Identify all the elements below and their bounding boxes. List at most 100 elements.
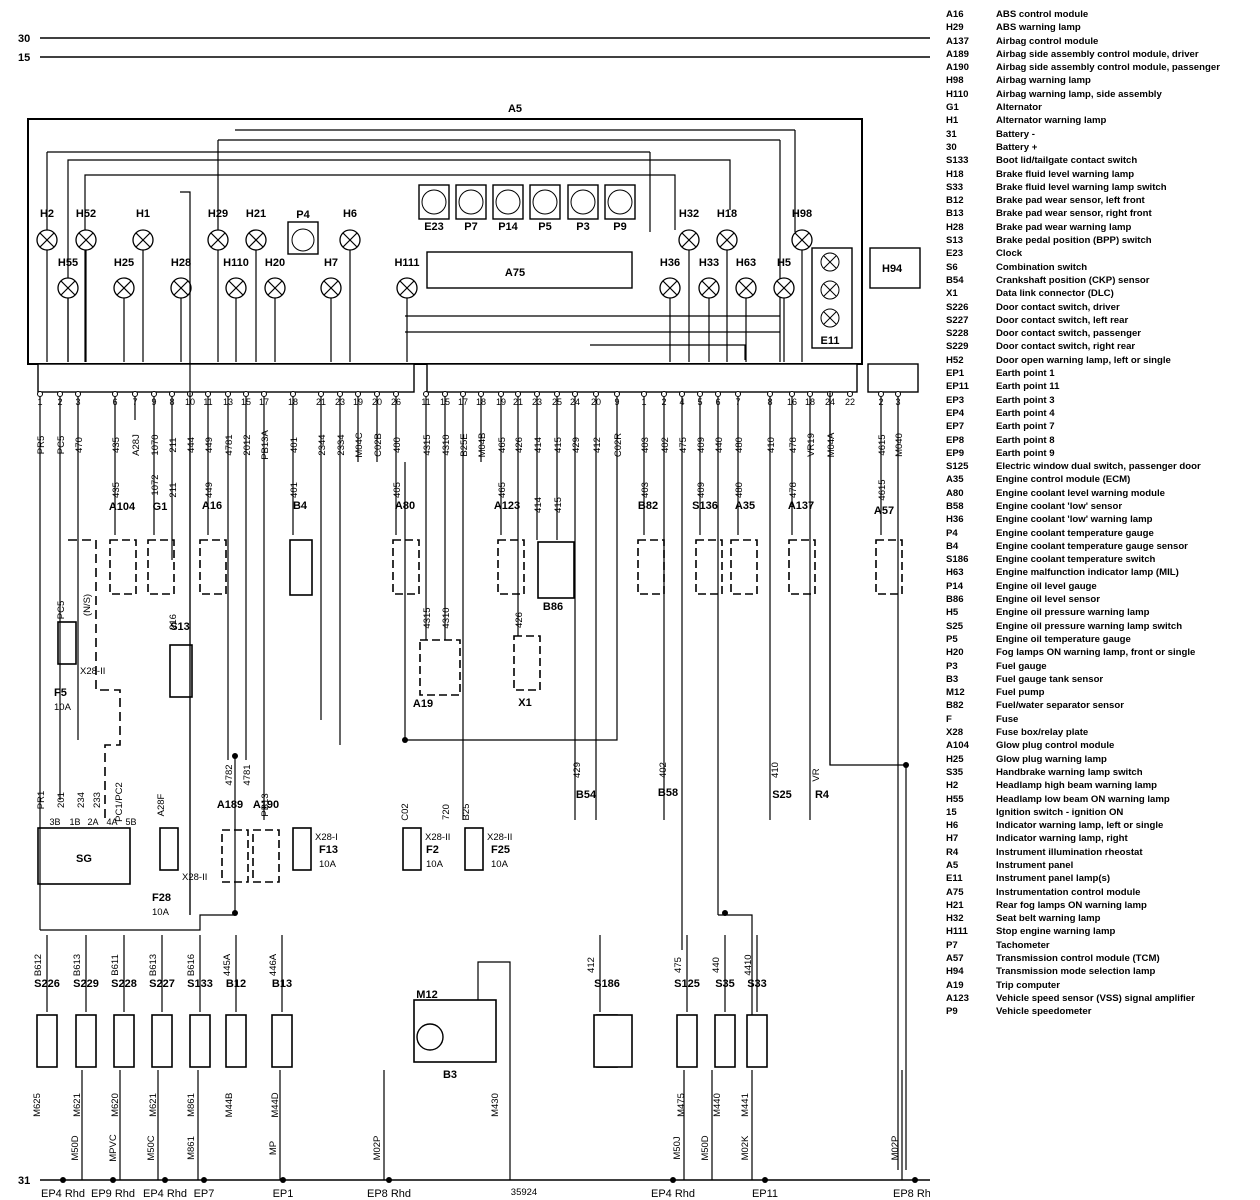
wire-label: 475 — [678, 437, 689, 453]
wire-label: 409 — [696, 437, 707, 453]
legend-code: P14 — [946, 580, 964, 592]
lamp-cross — [342, 232, 358, 248]
component-label: G1 — [153, 501, 168, 513]
legend-code: A5 — [946, 860, 959, 871]
wire-path — [718, 914, 753, 1015]
legend-description: Engine oil pressure warning lamp — [996, 607, 1150, 619]
wire-label: 415 — [553, 437, 564, 453]
pin-terminal — [498, 391, 504, 397]
fuse-body — [159, 827, 179, 871]
pin-terminal — [112, 391, 118, 397]
lamp-label: H32 — [679, 208, 699, 220]
wire-label: B25 — [461, 804, 472, 821]
wire-label: 4781 — [224, 434, 235, 455]
legend-description: Airbag side assembly control module, pas… — [996, 62, 1220, 74]
legend-code: P4 — [946, 527, 958, 539]
legend-description: Boot lid/tailgate contact switch — [996, 155, 1138, 167]
legend-code: B82 — [946, 700, 964, 712]
legend-code: EP1 — [946, 368, 965, 380]
pin-terminal — [57, 391, 63, 397]
pin-terminal — [169, 391, 175, 397]
lamp-cross — [248, 232, 264, 248]
rail-31-label: 31 — [18, 1175, 30, 1187]
wire-label: 401 — [289, 437, 300, 453]
legend-code: H5 — [946, 607, 959, 619]
legend-code: M12 — [946, 687, 965, 699]
wire-label: 426 — [514, 437, 525, 453]
lamp-cross — [823, 283, 837, 297]
wire-label: MP — [268, 1141, 279, 1155]
fuse-body — [464, 827, 484, 871]
legend-code: A35 — [946, 474, 964, 486]
pin-terminal — [337, 391, 343, 397]
switch-body — [714, 1014, 736, 1068]
pin-terminal — [318, 391, 324, 397]
legend-code: EP9 — [946, 447, 965, 459]
a19-module — [419, 639, 461, 696]
wire-label: C02 — [400, 803, 411, 820]
wire-label: 429 — [572, 762, 583, 778]
wire-path — [180, 191, 191, 915]
legend-description: ABS control module — [996, 9, 1089, 20]
wire-label: 2334 — [336, 434, 347, 455]
legend-description: Handbrake warning lamp switch — [996, 766, 1143, 778]
legend-description: Door contact switch, left rear — [996, 314, 1129, 326]
pin-number: 22 — [845, 397, 855, 407]
gauge-dial — [532, 189, 558, 215]
lamp-label: H98 — [792, 208, 812, 220]
s13-switch — [169, 644, 193, 698]
lamp-cross — [39, 232, 55, 248]
fuse-rating: 10A — [319, 859, 337, 870]
b3-label: B3 — [443, 1069, 457, 1081]
legend-description: Indicator warning lamp, right — [996, 833, 1128, 845]
wire-path — [67, 159, 731, 362]
legend-code: B86 — [946, 594, 964, 606]
legend-description: Brake fluid level warning lamp switch — [996, 181, 1167, 193]
component-label: B58 — [658, 787, 678, 799]
legend-code: H29 — [946, 22, 964, 34]
lamp-label: H1 — [136, 208, 150, 220]
wire-label: 412 — [586, 957, 597, 973]
wire-label: M50D — [70, 1135, 81, 1160]
switch-body — [189, 1014, 211, 1068]
legend-description: Fuse box/relay plate — [996, 727, 1089, 739]
wire-label: 1070 — [150, 434, 161, 455]
wire-label: M44B — [224, 1093, 235, 1118]
fuse-body — [402, 827, 422, 871]
wire-label: M04C — [354, 432, 365, 457]
legend-description: Instrumentation control module — [996, 886, 1141, 898]
b86-sensor — [537, 541, 575, 599]
legend-description: Engine coolant 'low' sensor — [996, 500, 1123, 512]
legend-code: P9 — [946, 1006, 958, 1018]
legend-code: A57 — [946, 953, 964, 965]
pin-terminal — [355, 391, 361, 397]
wire-path — [829, 392, 907, 1170]
legend-code: H111 — [946, 926, 968, 938]
legend-code: P7 — [946, 939, 958, 951]
legend-description: Earth point 11 — [996, 381, 1060, 393]
legend-code: S229 — [946, 341, 969, 353]
legend-description: Clock — [996, 248, 1023, 260]
wire-label: 403 — [640, 437, 651, 453]
legend-code: H18 — [946, 168, 964, 180]
earth-point-label: EP1 — [273, 1188, 294, 1200]
wire-label: 720 — [441, 804, 452, 820]
connector-dashed — [199, 539, 227, 595]
wire-label: 410 — [766, 437, 777, 453]
fuse-box-label: X28-II — [182, 872, 207, 883]
connector-dashed — [392, 539, 420, 595]
a189-label: A189 — [217, 799, 243, 811]
component-label: A16 — [202, 500, 222, 512]
earth-point-label: EP8 Rhd — [893, 1188, 930, 1200]
gauge-dial — [421, 189, 447, 215]
wire-label: 414 — [533, 497, 544, 513]
